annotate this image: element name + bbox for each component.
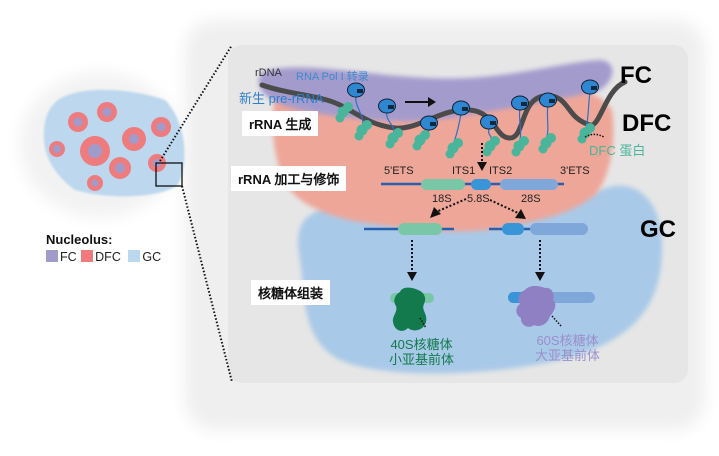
split-arrow-right bbox=[489, 199, 519, 214]
dfc-protein bbox=[482, 136, 500, 157]
large-subunit-precursor bbox=[508, 286, 595, 327]
dfc-protein bbox=[445, 138, 463, 159]
small-subunit-label-line1: 40S核糖体 bbox=[390, 337, 453, 352]
segment-5-8s bbox=[471, 179, 491, 190]
label-its2: ITS2 bbox=[489, 165, 513, 177]
step-ribosome-assembly: 核糖体组装 bbox=[251, 280, 331, 305]
nascent-pre-rrna-label: 新生 pre-rRNA bbox=[239, 91, 324, 106]
rna-pol-i bbox=[480, 114, 498, 130]
zoom-line-bottom bbox=[181, 185, 233, 383]
pre-rrna bbox=[381, 179, 564, 190]
small-subunit-label-line2: 小亚基前体 bbox=[389, 352, 455, 367]
label-3ets: 3'ETS bbox=[560, 165, 590, 177]
dfc-label: DFC bbox=[622, 110, 672, 137]
step-rrna-synthesis: rRNA 生成 bbox=[242, 111, 319, 136]
product-5-8s-28s bbox=[489, 223, 588, 235]
dfc-swatch bbox=[81, 250, 94, 262]
polymerases bbox=[335, 79, 599, 159]
direction-arrow-head bbox=[428, 97, 436, 107]
dfc-region bbox=[272, 82, 614, 232]
gc-swatch bbox=[128, 250, 141, 262]
segment-28s bbox=[500, 179, 558, 190]
rna-pol-i bbox=[581, 79, 599, 95]
pol-label: RNA Pol I 转录 bbox=[296, 71, 369, 83]
large-subunit-label-line2: 大亚基前体 bbox=[535, 348, 601, 363]
rna-pol-i bbox=[511, 95, 529, 111]
large-subunit-label-line1: 60S核糖体 bbox=[536, 333, 599, 348]
product-18s bbox=[364, 223, 454, 235]
fc-label: FC bbox=[620, 62, 652, 89]
legend-item-fc: FC bbox=[46, 250, 77, 264]
fibrillar-centers bbox=[49, 102, 171, 191]
assembly-arrowhead-right bbox=[535, 272, 545, 281]
rna-pol-i bbox=[378, 98, 396, 114]
segment-18s bbox=[421, 179, 465, 190]
gc-label: GC bbox=[640, 216, 676, 243]
dfc-protein-label: DFC 蛋白 bbox=[589, 143, 646, 158]
split-arrowhead-left bbox=[430, 207, 441, 218]
dfc-protein-pointer bbox=[584, 133, 605, 138]
rdna-label: rDNA bbox=[255, 67, 282, 79]
small-subunit-label: 40S核糖体 小亚基前体 bbox=[389, 337, 454, 367]
dfc-protein bbox=[538, 133, 556, 154]
processing-arrowhead bbox=[477, 162, 487, 171]
legend-item-dfc: DFC bbox=[80, 250, 121, 264]
rna-pol-i bbox=[539, 92, 557, 108]
legend-label-dfc: DFC bbox=[95, 250, 121, 264]
label-28s: 28S bbox=[521, 193, 541, 205]
label-18s: 18S bbox=[432, 193, 452, 205]
rna-pol-i bbox=[452, 100, 470, 116]
dfc-protein bbox=[335, 102, 353, 123]
rna-pol-i bbox=[420, 115, 438, 131]
small-subunit-precursor bbox=[390, 287, 434, 331]
assembly-arrowhead-left bbox=[407, 272, 417, 281]
legend-item-gc: GC bbox=[124, 250, 161, 264]
dfc-protein bbox=[577, 123, 595, 144]
dfc-protein bbox=[511, 136, 529, 157]
legend-label-gc: GC bbox=[142, 250, 162, 264]
dfc-protein bbox=[385, 128, 403, 149]
dfc-protein bbox=[354, 120, 372, 141]
split-arrowhead-right bbox=[515, 209, 526, 219]
zoom-box bbox=[155, 162, 183, 187]
rna-pol-i bbox=[347, 82, 365, 98]
label-5-8s: 5.8S bbox=[467, 193, 490, 205]
fc-swatch bbox=[46, 250, 58, 262]
split-arrow-left bbox=[435, 198, 467, 213]
legend-label-fc: FC bbox=[60, 250, 77, 264]
label-5ets: 5'ETS bbox=[384, 165, 414, 177]
large-subunit-label: 60S核糖体 大亚基前体 bbox=[535, 333, 600, 363]
step-rrna-processing: rRNA 加工与修饰 bbox=[231, 166, 347, 191]
legend: FC DFC GC bbox=[46, 250, 161, 264]
dfc-protein bbox=[412, 130, 430, 151]
label-its1: ITS1 bbox=[452, 165, 476, 177]
legend-title: Nucleolus: bbox=[46, 232, 113, 247]
